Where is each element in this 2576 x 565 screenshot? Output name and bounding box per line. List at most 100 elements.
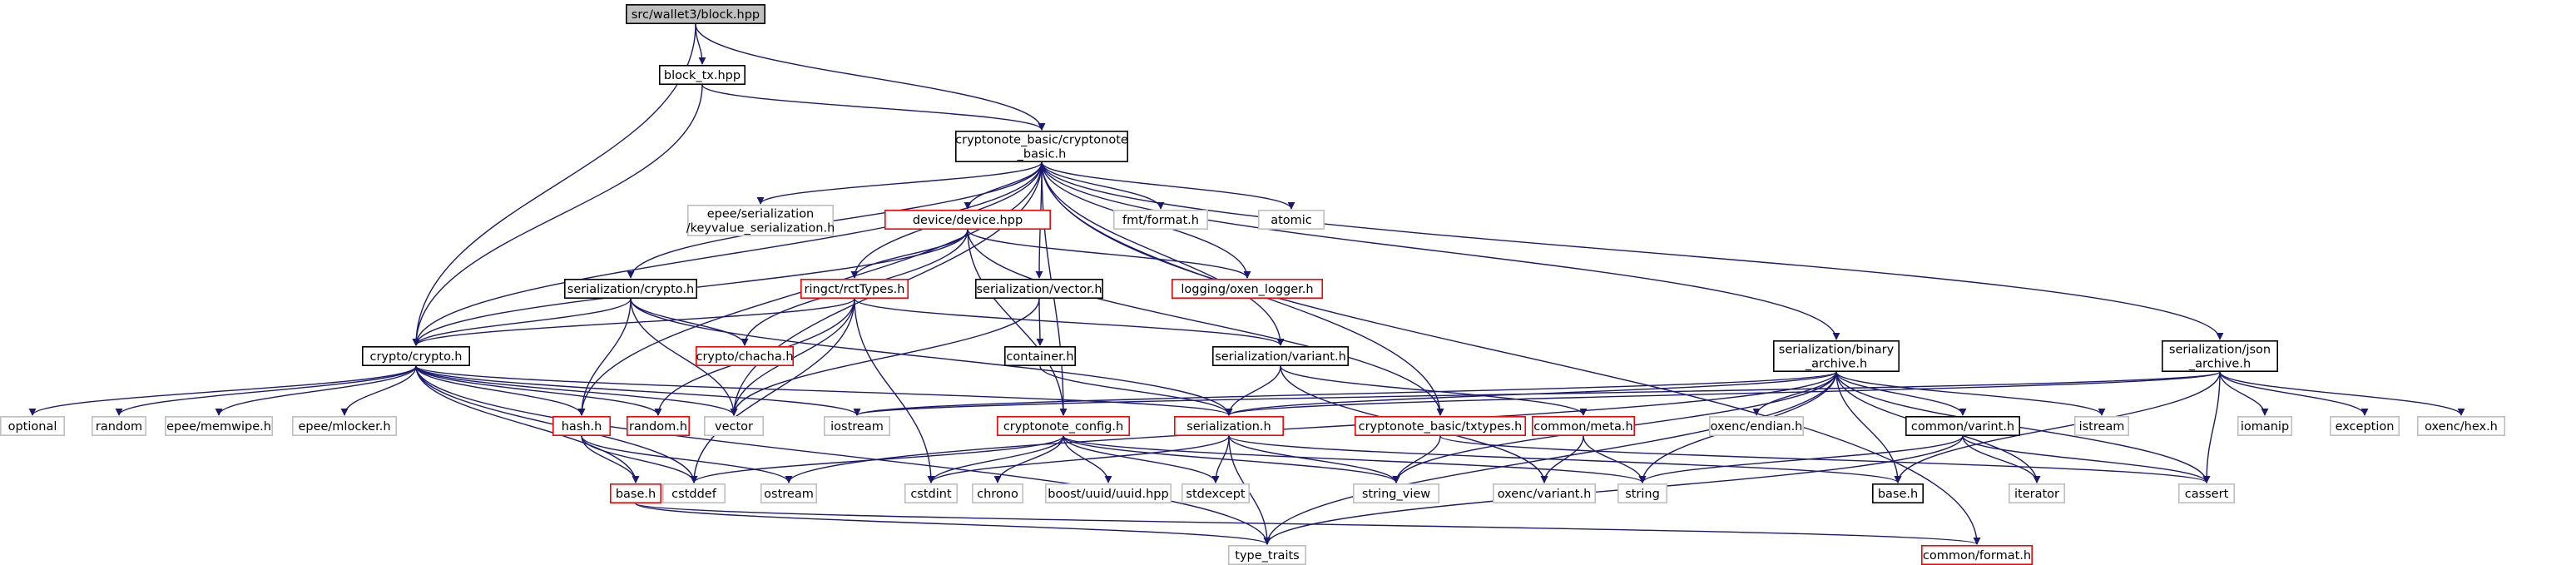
node-label: crypto/chacha.h — [696, 350, 793, 364]
edge-hash-to-ostream — [581, 435, 793, 483]
node-device[interactable]: device/device.hpp — [884, 210, 1052, 230]
edge-crypto-to-type_traits — [415, 365, 1271, 545]
node-label: logging/oxen_logger.h — [1181, 283, 1313, 296]
node-txtypes[interactable]: cryptonote_basic/txtypes.h — [1355, 415, 1527, 436]
node-label: container.h — [1006, 350, 1073, 364]
node-cn_basic[interactable]: cryptonote_basic/cryptonote_basic.h — [955, 131, 1129, 163]
node-box — [975, 278, 1104, 299]
node-cn_config[interactable]: cryptonote_config.h — [997, 415, 1131, 436]
edge-block-to-cn_basic — [695, 23, 1046, 131]
node-box — [658, 65, 746, 86]
node-optional: optional — [0, 415, 66, 436]
edge-varint-to-iterator — [1962, 435, 2041, 483]
node-varint[interactable]: common/varint.h — [1905, 415, 2021, 436]
edge-device-to-txtypes — [967, 229, 1444, 416]
node-block_tx[interactable]: block_tx.hpp — [658, 65, 746, 86]
edge-crypto-to-base_red — [415, 365, 640, 483]
node-box — [2074, 415, 2130, 436]
node-label: string — [1625, 488, 1660, 501]
edge-cn_basic-to-epee_kv — [756, 161, 1043, 205]
node-random_h[interactable]: random.h — [626, 415, 690, 436]
node-ostream: ostream — [760, 483, 817, 503]
node-box — [92, 415, 147, 436]
node-ser_vector[interactable]: serialization/vector.h — [975, 278, 1104, 299]
node-container[interactable]: container.h — [1004, 345, 1077, 366]
edge-meta-to-oxenc_variant — [1540, 435, 1584, 483]
node-ser_json[interactable]: serialization/json_archive.h — [2162, 339, 2279, 372]
node-meta[interactable]: common/meta.h — [1532, 415, 1636, 436]
node-box — [2178, 483, 2236, 503]
edge-crypto-to-iostream — [415, 365, 861, 416]
node-type_traits: type_traits — [1228, 544, 1307, 565]
node-crypto[interactable]: crypto/crypto.h — [361, 345, 470, 366]
node-box — [1258, 210, 1325, 230]
node-label: cstdint — [910, 488, 952, 501]
node-ser_crypto[interactable]: serialization/crypto.h — [563, 278, 697, 299]
node-box — [361, 345, 470, 366]
node-box — [1113, 210, 1209, 230]
node-label: oxenc/endian.h — [1711, 420, 1803, 434]
node-label: common/meta.h — [1533, 420, 1632, 434]
node-ser_binary[interactable]: serialization/binary_archive.h — [1773, 339, 1900, 372]
node-logging[interactable]: logging/oxen_logger.h — [1172, 278, 1324, 299]
node-chacha[interactable]: crypto/chacha.h — [695, 345, 794, 366]
node-label: base.h — [1878, 488, 1918, 501]
node-label: epee/memwipe.h — [166, 420, 271, 434]
edge-ser_crypto-to-hash — [577, 298, 632, 416]
edge-rct-to-ser_variant — [854, 298, 1285, 346]
node-random: random — [92, 415, 147, 436]
node-label: vector — [715, 420, 753, 434]
node-box — [1228, 544, 1307, 565]
node-label: random.h — [629, 420, 687, 434]
edge-cn_config-to-cstdint — [927, 435, 1064, 483]
edge-ser_binary-to-type_traits — [1263, 371, 1837, 545]
node-oxenc_variant: oxenc/variant.h — [1493, 483, 1597, 503]
node-box — [686, 205, 834, 237]
node-box — [904, 483, 959, 503]
node-box — [1617, 483, 1668, 503]
node-label: cryptonote_basic/cryptonote — [955, 134, 1128, 147]
edge-rct-to-crypto — [412, 298, 855, 346]
node-cassert: cassert — [2178, 483, 2236, 503]
node-label: optional — [8, 420, 57, 434]
edge-ser_binary-to-istream — [1835, 371, 2106, 416]
node-ser_variant[interactable]: serialization/variant.h — [1212, 345, 1350, 366]
edge-ser_binary-to-oxenc_endian — [1752, 371, 1837, 416]
node-label: serialization/crypto.h — [567, 283, 694, 296]
node-common_format[interactable]: common/format.h — [1921, 544, 2034, 565]
node-oxenc_endian: oxenc/endian.h — [1709, 415, 1805, 436]
edge-cn_config-to-string — [1063, 435, 1647, 483]
node-block[interactable]: src/wallet3/block.hpp — [625, 4, 765, 24]
node-label: crypto/crypto.h — [370, 350, 463, 364]
node-label: chrono — [977, 488, 1018, 501]
node-label: serialization/vector.h — [976, 283, 1102, 296]
edge-ser_crypto-to-serialization_h — [630, 298, 1233, 416]
edge-ser_vector-to-container — [1036, 298, 1044, 346]
node-label: base.h — [616, 488, 656, 501]
edge-crypto-to-random_h — [415, 365, 662, 416]
node-rct[interactable]: ringct/rctTypes.h — [800, 278, 909, 299]
node-base_red[interactable]: base.h — [609, 483, 661, 503]
node-box — [760, 483, 817, 503]
node-label: cryptonote_config.h — [1003, 420, 1123, 434]
edge-container-to-serialization_h — [1039, 365, 1233, 416]
node-iterator: iterator — [2009, 483, 2066, 503]
node-box — [1172, 278, 1324, 299]
node-cstddef: cstddef — [661, 483, 726, 503]
node-box — [823, 415, 890, 436]
edge-ser_json-to-base_black — [1894, 371, 2221, 483]
edge-block_tx-to-crypto — [412, 84, 703, 346]
node-base_black[interactable]: base.h — [1872, 483, 1925, 503]
node-serialization_h[interactable]: serialization.h — [1174, 415, 1285, 436]
node-box — [1493, 483, 1597, 503]
node-iostream: iostream — [823, 415, 890, 436]
node-label: exception — [2336, 420, 2395, 434]
edge-cn_basic-to-ser_json — [1041, 161, 2224, 340]
node-string_view: string_view — [1353, 483, 1440, 503]
node-hash[interactable]: hash.h — [552, 415, 611, 436]
node-label: fmt/format.h — [1122, 214, 1199, 227]
edge-ser_binary-to-iostream — [853, 371, 1837, 416]
node-boost_uuid: boost/uuid/uuid.hpp — [1045, 483, 1172, 503]
edge-ser_json-to-exception — [2219, 371, 2369, 416]
node-box — [661, 483, 726, 503]
